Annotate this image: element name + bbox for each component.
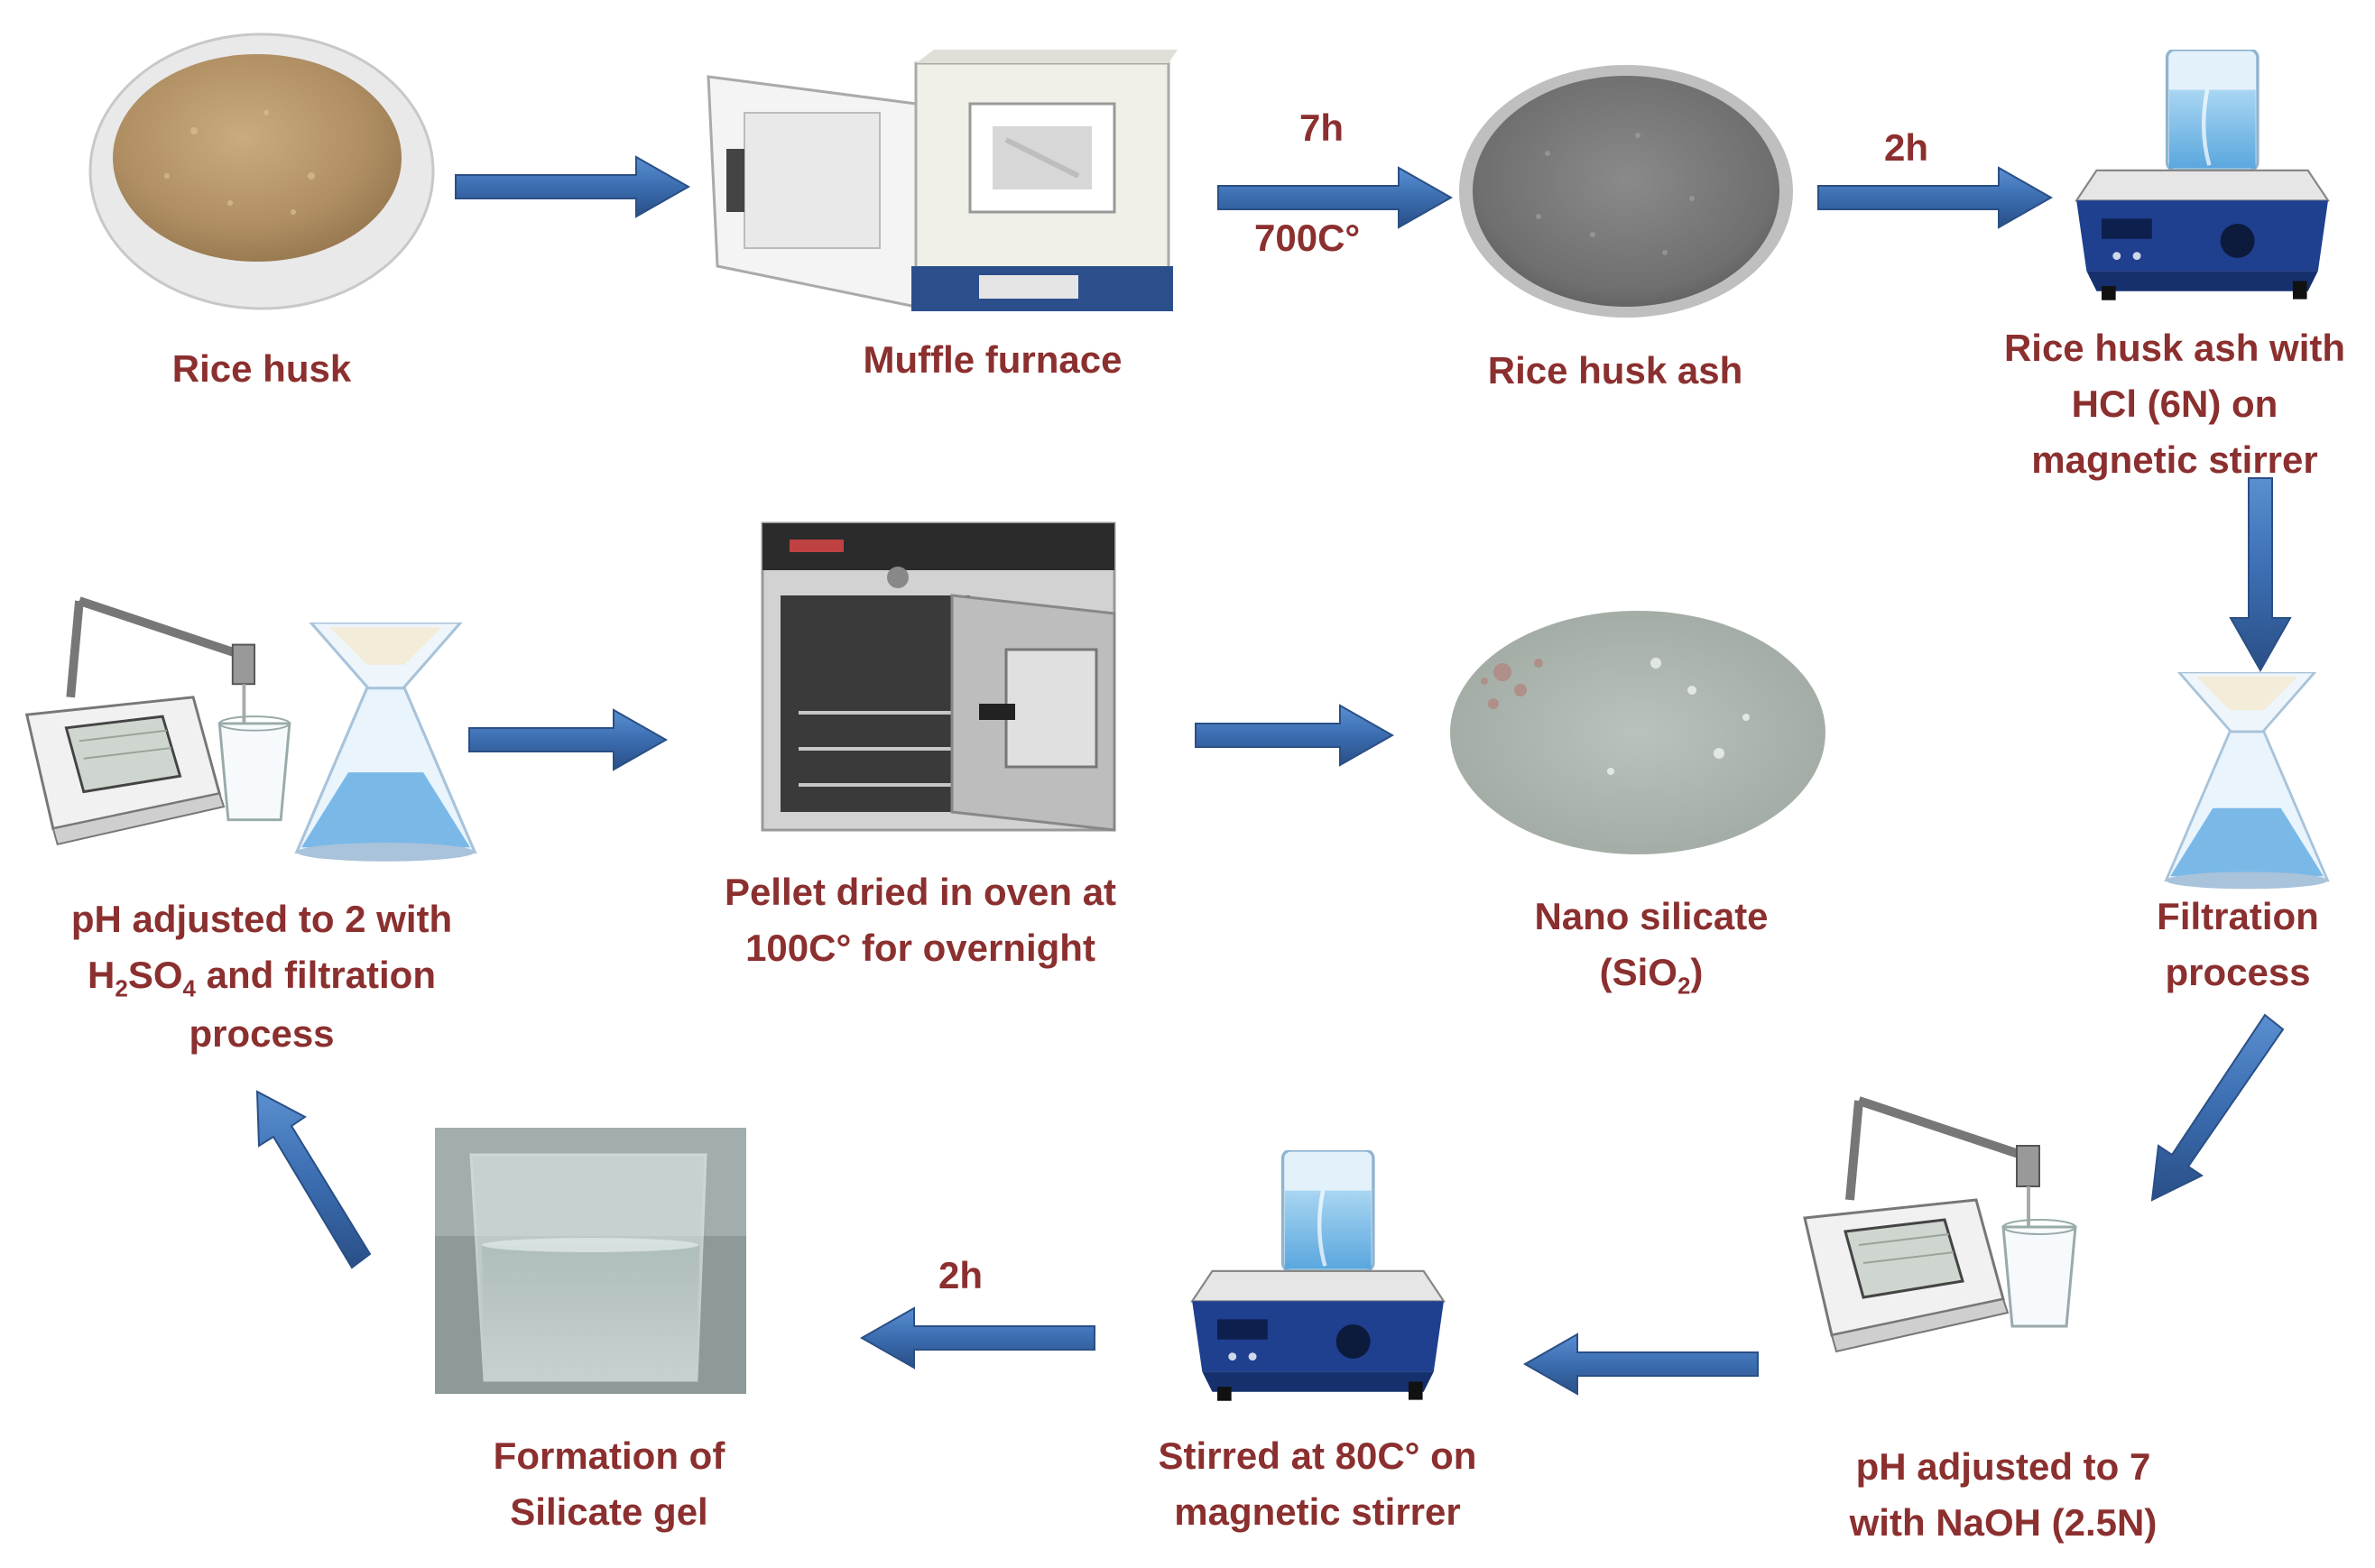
label-rice-husk: Rice husk (171, 347, 352, 390)
filtration-flask-image (289, 623, 483, 866)
label-stirred80: Stirred at 80C° on magnetic stirrer (1158, 1434, 1477, 1534)
arrow-stirrer-to-filtration (2229, 477, 2292, 673)
label-ph7: pH adjusted to 7 with NaOH (2.5N) (1849, 1445, 2158, 1545)
rice-husk-image (88, 32, 435, 310)
nano-silicate-image (1450, 611, 1825, 854)
muffle-furnace-image (707, 50, 1178, 311)
arrow-gel-to-ph2 (255, 1090, 372, 1269)
label-muffle-furnace: Muffle furnace (863, 338, 1123, 381)
arrow-ash-to-stirrer (1817, 166, 2054, 229)
gel-time-label: 2h (938, 1254, 984, 1296)
label-nano-silicate: Nano silicate (SiO2) (1534, 895, 1769, 1000)
label-silicate-gel: Formation of Silicate gel (493, 1434, 725, 1534)
arrow-husk-to-furnace (455, 155, 691, 218)
arrow-ph2-to-oven (468, 708, 669, 771)
label-filtration: Filtration process (2157, 895, 2319, 994)
arrow-furnace-to-ash (1217, 166, 1454, 229)
arrow-ph7-to-stirred (1522, 1333, 1759, 1396)
oven-image (761, 521, 1116, 832)
furnace-temp-label: 700C° (1254, 217, 1361, 259)
label-oven: Pellet dried in oven at 100C° for overni… (724, 871, 1117, 970)
label-ph2-filtration: pH adjusted to 2 with H2SO4 and filtrati… (70, 898, 453, 1056)
hcl-time-label: 2h (1884, 126, 1929, 169)
arrow-filtration-to-ph7 (2150, 1013, 2285, 1202)
silicate-gel-image (435, 1128, 746, 1394)
arrow-oven-to-nano (1195, 704, 1395, 767)
arrow-stirred-to-gel (859, 1306, 1095, 1370)
ph-meter-image (18, 564, 316, 848)
rice-husk-ash-image (1459, 65, 1793, 318)
filtration-flask-image-right (2161, 672, 2333, 893)
ph-meter-image-right (1791, 1065, 2107, 1353)
label-rice-husk-ash: Rice husk ash (1487, 349, 1743, 392)
label-hcl-stirrer: Rice husk ash with HCl (6N) on magnetic … (2003, 327, 2346, 482)
furnace-time-label: 7h (1299, 106, 1345, 149)
magnetic-stirrer-image-2 (1164, 1150, 1462, 1412)
magnetic-stirrer-image (2053, 50, 2342, 311)
